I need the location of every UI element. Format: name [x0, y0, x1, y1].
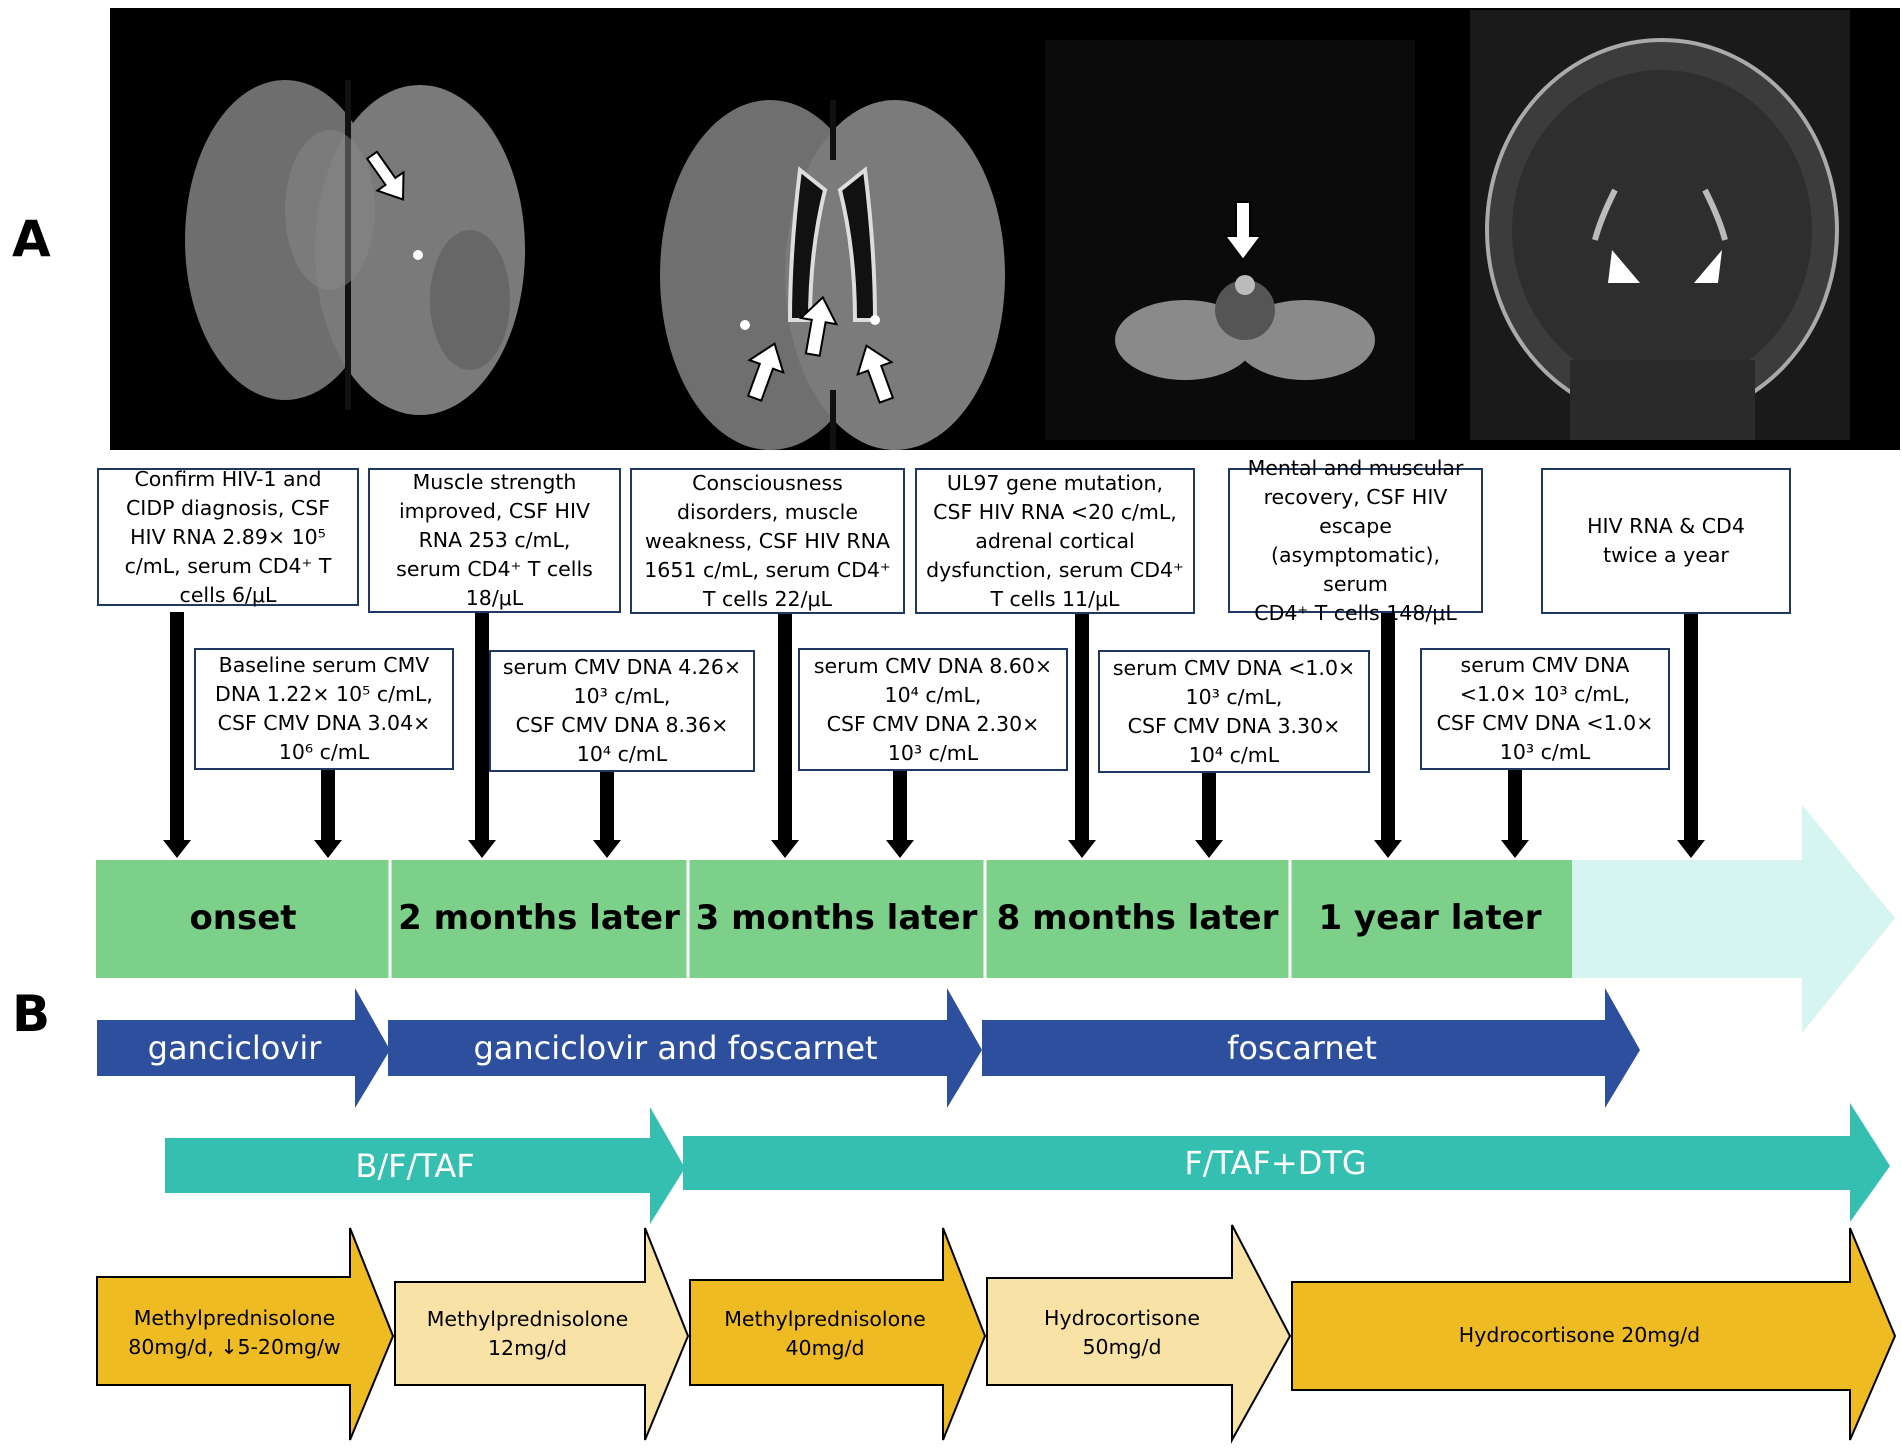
bftaf-arrow — [165, 1107, 685, 1224]
steroid-label-5: Hydrocortisone 20mg/d — [1458, 1322, 1701, 1347]
cmv-box-8-months: serum CMV DNA <1.0× 10³ c/mL, CSF CMV DN… — [1098, 650, 1370, 773]
event-box-follow-up: HIV RNA & CD4 twice a year — [1541, 468, 1791, 614]
timeline-label-3-months: 3 months later — [695, 898, 978, 938]
cmv-box-2-months: serum CMV DNA 4.26× 10³ c/mL, CSF CMV DN… — [489, 650, 755, 772]
steroid-therapy-arrows — [96, 1224, 1897, 1444]
timeline-label-1-year: 1 year later — [1318, 898, 1542, 938]
event-box-1-year: Mental and muscular recovery, CSF HIV es… — [1228, 456, 1483, 625]
anti-cmv-label-ganciclovir: ganciclovir — [147, 1029, 322, 1067]
mri-axial-slice-1 — [185, 80, 525, 415]
steroid-label-1: Methylprednisolone 80mg/d, ↓5-20mg/w — [128, 1305, 341, 1359]
timeline-label-2-months: 2 months later — [398, 898, 680, 938]
event-box-8-months: UL97 gene mutation, CSF HIV RNA <20 c/mL… — [915, 468, 1195, 614]
foscarnet-arrow — [982, 988, 1640, 1108]
ftaf-dtg-arrow — [683, 1103, 1890, 1222]
cmv-box-3-months: serum CMV DNA 8.60× 10⁴ c/mL, CSF CMV DN… — [798, 648, 1068, 771]
timeline-bar — [96, 860, 1572, 978]
lesion-arrow-1 — [365, 150, 405, 201]
lesion-arrow-2a — [746, 342, 785, 402]
cmv-box-1-year: serum CMV DNA <1.0× 10³ c/mL, CSF CMV DN… — [1420, 648, 1670, 770]
timeline-dividers — [388, 860, 1292, 978]
cmv-pointer-arrows — [314, 770, 1529, 858]
timeline-future-arrow — [1570, 805, 1895, 1033]
cmv-box-onset: Baseline serum CMV DNA 1.22× 10⁵ c/mL, C… — [194, 648, 454, 770]
panel-label-a: A — [12, 210, 51, 268]
steroid-arrow-1 — [96, 1227, 395, 1441]
art-therapy-arrows — [165, 1103, 1890, 1224]
anti-cmv-therapy-arrows — [97, 988, 1640, 1108]
steroid-label-3: Methylprednisolone 40mg/d — [724, 1306, 926, 1360]
art-label-bftaf: B/F/TAF — [355, 1146, 475, 1185]
mri-axial-slice-2 — [660, 100, 1005, 450]
mri-axial-slice-3 — [1045, 40, 1415, 440]
lesion-arrow-2b — [798, 295, 839, 357]
arrowhead-marker-right — [1694, 250, 1722, 283]
art-label-ftaf-dtg: F/TAF+DTG — [1184, 1144, 1367, 1182]
lesion-arrow-3 — [1223, 201, 1263, 262]
steroid-arrow-4 — [986, 1224, 1292, 1444]
mri-coronal-slice — [1470, 10, 1850, 440]
timeline-label-onset: onset — [189, 898, 297, 938]
event-box-3-months: Consciousness disorders, muscle weakness… — [630, 468, 905, 614]
steroid-arrow-2 — [394, 1227, 690, 1441]
arrowhead-marker-left — [1608, 250, 1640, 283]
ganciclovir-foscarnet-arrow — [388, 988, 982, 1108]
timeline-label-8-months: 8 months later — [996, 898, 1279, 938]
anti-cmv-label-foscarnet: foscarnet — [1227, 1029, 1377, 1067]
ganciclovir-arrow — [97, 988, 390, 1108]
event-pointer-arrows — [163, 612, 1705, 858]
steroid-label-2: Methylprednisolone 12mg/d — [426, 1306, 629, 1360]
panel-label-b: B — [12, 985, 51, 1043]
anti-cmv-label-combo: ganciclovir and foscarnet — [473, 1029, 878, 1067]
steroid-label-4: Hydrocortisone 50mg/d — [1044, 1305, 1200, 1359]
steroid-arrow-3 — [689, 1227, 987, 1441]
lesion-arrow-2c — [856, 344, 895, 404]
steroid-arrow-5 — [1291, 1227, 1897, 1441]
event-box-onset: Confirm HIV-1 and CIDP diagnosis, CSF HI… — [97, 467, 359, 607]
event-box-2-months: Muscle strength improved, CSF HIV RNA 25… — [368, 468, 621, 613]
